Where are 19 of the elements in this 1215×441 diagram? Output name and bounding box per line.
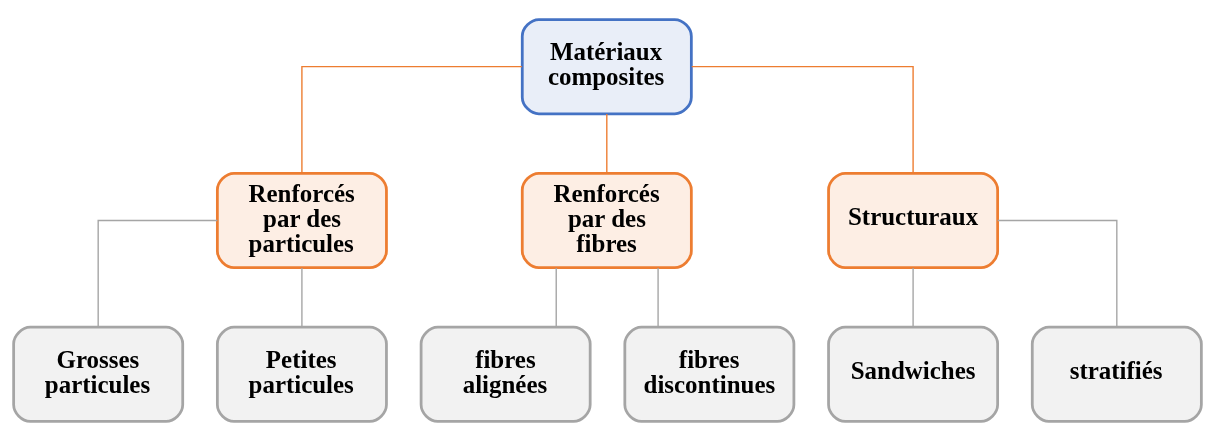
node-box: Petites particules <box>216 325 388 423</box>
node-box: Structuraux <box>827 172 999 269</box>
node-box: Matériaux composites <box>520 18 693 116</box>
node-box: stratifiés <box>1030 325 1203 423</box>
connector <box>555 267 557 328</box>
connector <box>912 267 914 328</box>
node-box: Renforcés par des particules <box>216 172 388 269</box>
node-box: Grosses particules <box>12 325 185 423</box>
node-box: fibres discontinues <box>623 325 796 423</box>
node-box: Renforcés par des fibres <box>520 172 693 269</box>
connector <box>301 267 303 328</box>
connector <box>97 219 218 328</box>
node-box: Sandwiches <box>827 325 999 423</box>
connector <box>606 113 608 174</box>
connector <box>301 65 523 174</box>
connector <box>997 219 1118 328</box>
connector <box>691 65 914 174</box>
connector <box>657 267 659 328</box>
node-box: fibres alignées <box>419 325 592 423</box>
